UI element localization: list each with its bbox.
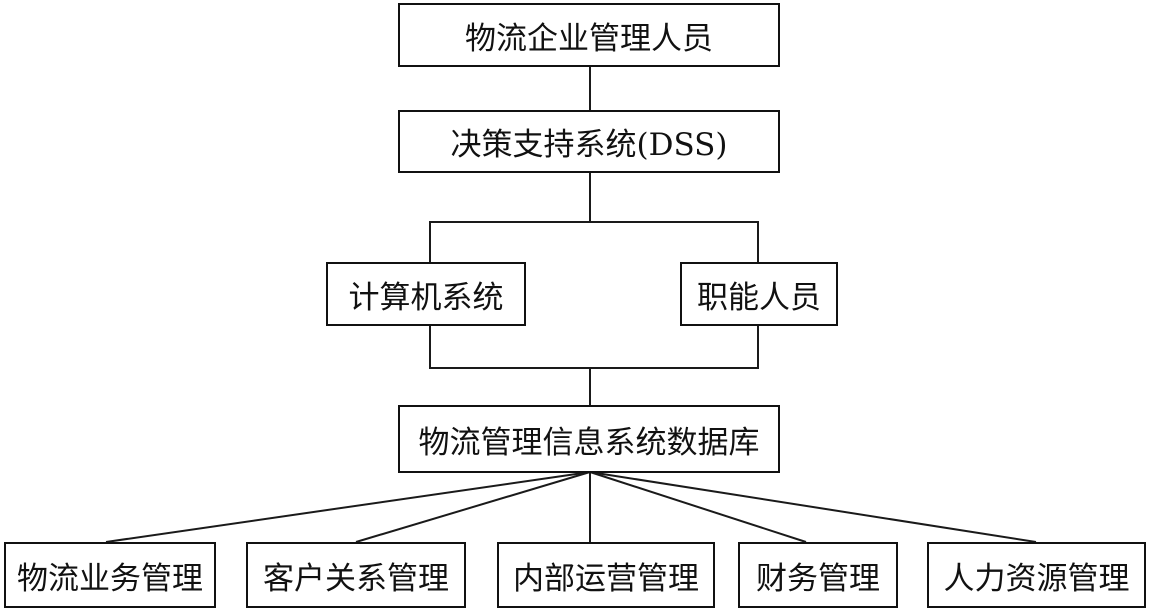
node-module-finance: 财务管理 [738,542,898,608]
node-logistics-database: 物流管理信息系统数据库 [398,405,780,473]
node-functional-staff: 职能人员 [680,262,838,326]
node-module-customer-relations: 客户关系管理 [246,542,466,608]
connector-split-branches [429,221,759,262]
connector-db-module-5 [589,471,1037,543]
node-dss: 决策支持系统(DSS) [398,110,780,173]
node-module-internal-operations: 内部运营管理 [497,542,715,608]
connector-db-module-4 [589,471,807,543]
connector-branches-merge [429,325,759,369]
node-module-logistics-business: 物流业务管理 [4,542,216,608]
connector-db-module-2 [355,471,591,543]
node-module-human-resources: 人力资源管理 [927,542,1146,608]
node-management-staff: 物流企业管理人员 [398,3,780,67]
connector-db-module-1 [105,471,591,543]
node-computer-system: 计算机系统 [326,262,526,326]
